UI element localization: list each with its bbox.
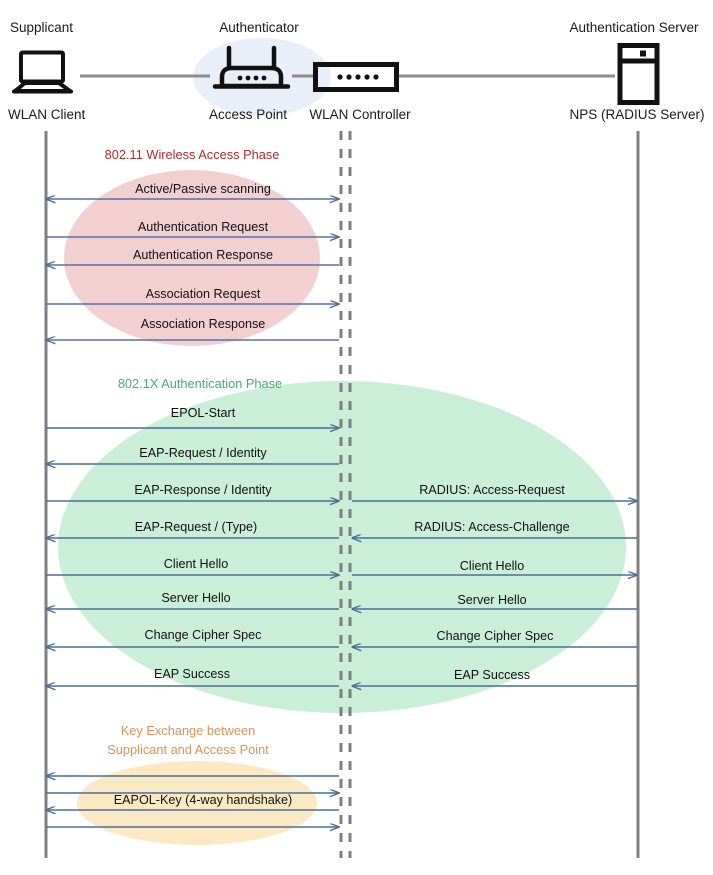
device-label-nps-radius-server: NPS (RADIUS Server) xyxy=(569,107,705,122)
message-label-authentication-request: Authentication Request xyxy=(137,220,269,234)
laptop-icon xyxy=(12,50,73,94)
message-label-eapol-key-handshake: EAPOL-Key (4-way handshake) xyxy=(113,793,293,807)
router-switch-icon xyxy=(313,62,399,92)
message-label-epol-start: EPOL-Start xyxy=(170,406,236,420)
role-title-supplicant: Supplicant xyxy=(10,20,74,35)
message-label-change-cipher-spec-right: Change Cipher Spec xyxy=(436,629,554,643)
role-title-auth-server: Authentication Server xyxy=(569,20,699,35)
access-point-icon xyxy=(212,45,291,89)
device-label-wlan-client: WLAN Client xyxy=(8,107,86,122)
phase-label-key-exchange: Key Exchange between Supplicant and Acce… xyxy=(68,722,308,759)
message-label-authentication-response: Authentication Response xyxy=(132,248,274,262)
message-label-association-response: Association Response xyxy=(140,317,266,331)
message-label-radius-access-request: RADIUS: Access-Request xyxy=(419,483,565,497)
message-label-radius-access-challenge: RADIUS: Access-Challenge xyxy=(414,520,570,534)
message-label-server-hello-right: Server Hello xyxy=(457,593,527,607)
server-icon xyxy=(617,43,660,105)
phase-label-key-exchange-line1: Key Exchange between xyxy=(120,723,256,738)
message-label-active-passive-scanning: Active/Passive scanning xyxy=(135,182,271,196)
phase-label-wireless-access: 802.11 Wireless Access Phase xyxy=(104,147,280,162)
role-title-authenticator: Authenticator xyxy=(219,20,299,35)
message-label-server-hello-left: Server Hello xyxy=(161,591,231,605)
phase-ellipse-key-exchange xyxy=(77,761,317,845)
phase-label-dot1x-auth: 802.1X Authentication Phase xyxy=(117,376,283,391)
message-label-eap-success-left: EAP Success xyxy=(153,667,231,681)
message-label-eap-request-identity: EAP-Request / Identity xyxy=(139,446,267,460)
message-label-change-cipher-spec-left: Change Cipher Spec xyxy=(144,628,262,642)
message-label-eap-request-type: EAP-Request / (Type) xyxy=(134,520,258,534)
device-label-access-point: Access Point xyxy=(208,107,288,122)
phase-ellipse-wireless-access xyxy=(64,170,320,346)
message-label-client-hello-left: Client Hello xyxy=(163,557,229,571)
message-label-association-request: Association Request xyxy=(145,287,261,301)
message-label-eap-response-identity: EAP-Response / Identity xyxy=(134,483,272,497)
message-label-client-hello-right: Client Hello xyxy=(459,559,525,573)
phase-label-key-exchange-line2: Supplicant and Access Point xyxy=(107,741,269,757)
device-label-wlan-controller: WLAN Controller xyxy=(309,107,411,122)
message-label-eap-success-right: EAP Success xyxy=(453,668,531,682)
